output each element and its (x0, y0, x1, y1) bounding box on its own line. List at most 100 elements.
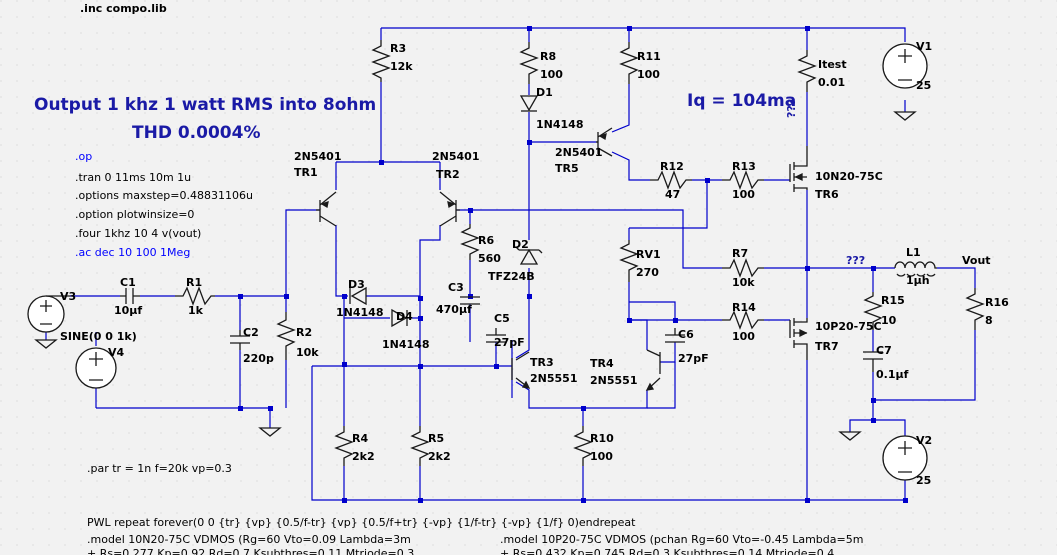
label-r10-value: 100 (590, 450, 613, 463)
resistor-r7 (722, 258, 764, 278)
label-vout: Vout (962, 254, 991, 267)
label-itest-value: 0.01 (818, 76, 845, 89)
label-r15-name: R15 (881, 294, 905, 307)
label-l1-value: 1µh (906, 274, 930, 287)
label-r8-value: 100 (540, 68, 563, 81)
label-c3-name: C3 (448, 281, 464, 294)
label-tr1-value: 2N5401 (294, 150, 341, 163)
resistor-rv1 (619, 240, 639, 282)
junctions (238, 26, 908, 503)
transistor-tr5 (596, 127, 613, 157)
label-r14-value: 100 (732, 330, 755, 343)
resistor-r15 (863, 292, 883, 330)
diode-d3 (349, 286, 367, 306)
resistor-r6 (460, 224, 480, 260)
label-r3-value: 12k (390, 60, 413, 73)
voltage-source-v4 (75, 347, 117, 389)
resistor-r8 (519, 42, 539, 84)
ground-input (258, 427, 282, 437)
directive-op: .op (75, 150, 92, 163)
label-r1-value: 1k (188, 304, 204, 317)
annotations: .inc compo.lib Output 1 khz 1 watt RMS i… (34, 2, 1009, 555)
label-r5-value: 2k2 (428, 450, 451, 463)
label-r11-name: R11 (637, 50, 661, 63)
resistor-r14 (722, 310, 764, 330)
resistor-r11 (619, 42, 639, 84)
capacitor-c1 (120, 288, 140, 304)
label-r7-name: R7 (732, 247, 748, 260)
label-c7-value: 0.1µf (876, 368, 909, 381)
include-directive: .inc compo.lib (80, 2, 167, 15)
resistors[interactable] (175, 40, 985, 466)
label-r3-name: R3 (390, 42, 406, 55)
label-r2-name: R2 (296, 326, 312, 339)
label-d2-name: D2 (512, 238, 529, 251)
note-output: Output 1 khz 1 watt RMS into 8ohm (34, 95, 376, 115)
capacitors[interactable] (120, 288, 883, 372)
label-v1-name: V1 (916, 40, 932, 53)
param-directive: .par tr = 1n f=20k vp=0.3 (87, 462, 232, 475)
directive-plotwinsize: .option plotwinsize=0 (75, 208, 194, 221)
label-c6-name: C6 (678, 328, 694, 341)
label-c1-value: 10µf (114, 304, 142, 317)
voltage-source-v3 (27, 295, 70, 333)
label-c7-name: C7 (876, 344, 892, 357)
resistor-r5 (410, 426, 430, 466)
diode-d2 (515, 246, 543, 265)
resistor-r13 (722, 170, 764, 190)
label-r15-value: 10 (881, 314, 897, 327)
resistor-r10 (573, 426, 593, 466)
resistor-r16 (965, 288, 985, 330)
directive-tran: .tran 0 11ms 10m 1u (75, 171, 191, 184)
label-r10-name: R10 (590, 432, 614, 445)
label-r13-name: R13 (732, 160, 756, 173)
resistor-itest (797, 50, 817, 92)
label-tr3-name: TR3 (530, 356, 554, 369)
label-itest-name: Itest (818, 58, 847, 71)
label-d3-value: 1N4148 (336, 306, 383, 319)
net-probe-1: ??? (846, 254, 865, 267)
model-p-line1: .model 10P20-75C VDMOS (pchan Rg=60 Vto=… (500, 533, 863, 546)
label-v1-value: 25 (916, 79, 931, 92)
diode-d1 (519, 95, 539, 112)
label-tr4-name: TR4 (590, 357, 614, 370)
model-p-line2: + Rs=0.432 Kp=0.745 Rd=0.3 Ksubthres=0.1… (500, 547, 834, 555)
pwl-directive: PWL repeat forever(0 0 {tr} {vp} {0.5/f-… (87, 516, 636, 529)
label-d1-value: 1N4148 (536, 118, 583, 131)
label-r16-name: R16 (985, 296, 1009, 309)
label-tr6-value: 10N20-75C (815, 170, 883, 183)
wires[interactable] (45, 27, 976, 501)
label-tr6-name: TR6 (815, 188, 839, 201)
label-r6-name: R6 (478, 234, 494, 247)
label-c1-name: C1 (120, 276, 136, 289)
label-c2-value: 220p (243, 352, 274, 365)
capacitor-c5 (486, 328, 506, 343)
transistor-tr3 (511, 351, 531, 389)
note-thd: THD 0.0004% (132, 123, 261, 143)
label-r2-value: 10k (296, 346, 319, 359)
sources[interactable] (27, 43, 928, 481)
resistor-r12 (650, 170, 692, 190)
transistors[interactable] (316, 127, 808, 391)
label-c5-value: 27pF (494, 336, 525, 349)
label-r16-value: 8 (985, 314, 993, 327)
inductor-l1[interactable] (894, 261, 937, 277)
net-probe-2: ??? (785, 99, 798, 118)
transistor-tr6 (789, 146, 808, 192)
directive-maxstep: .options maxstep=0.48831106u (75, 189, 253, 202)
label-rv1-name: RV1 (636, 248, 661, 261)
label-d2-value: TFZ24B (488, 270, 535, 283)
capacitor-c7 (863, 351, 883, 372)
label-tr4-value: 2N5551 (590, 374, 637, 387)
diodes[interactable] (349, 95, 543, 328)
label-r11-value: 100 (637, 68, 660, 81)
label-tr3-value: 2N5551 (530, 372, 577, 385)
label-tr7-name: TR7 (815, 340, 839, 353)
label-rv1-value: 270 (636, 266, 659, 279)
directive-ac: .ac dec 10 100 1Meg (75, 246, 190, 259)
label-v3-name: V3 (60, 290, 76, 303)
resistor-r2 (276, 312, 296, 360)
label-tr7-value: 10P20-75C (815, 320, 882, 333)
label-tr2-name: TR2 (436, 168, 460, 181)
